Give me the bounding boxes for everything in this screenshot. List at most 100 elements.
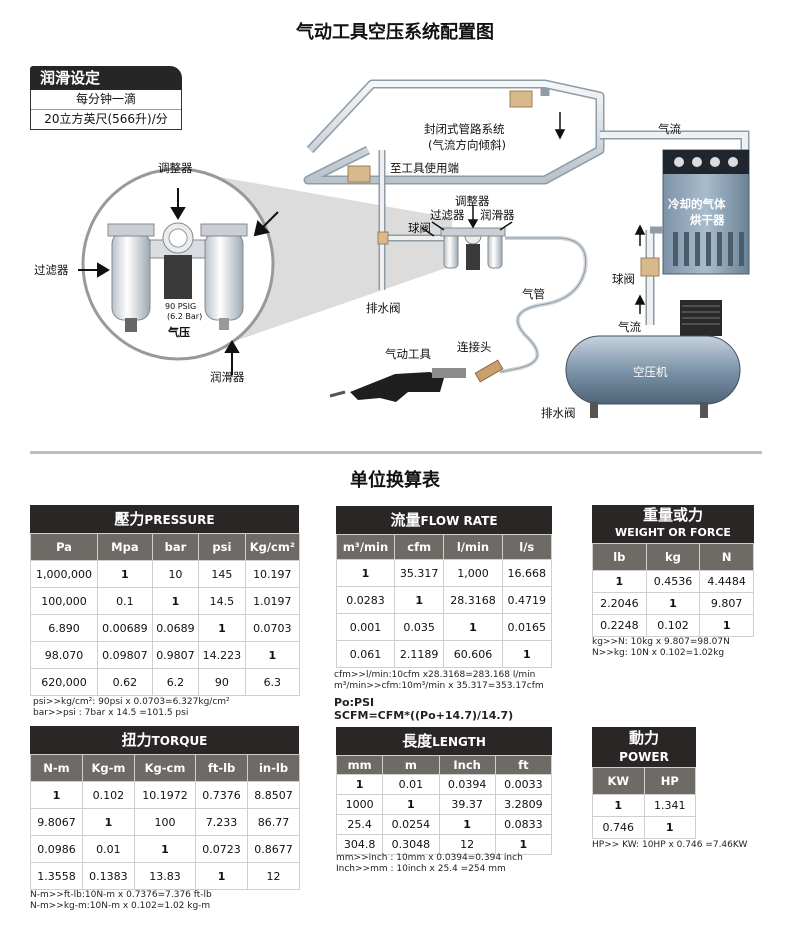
table-cell: 145 (198, 560, 246, 588)
table-cell: 12 (247, 862, 300, 890)
table-header: l/s (501, 534, 553, 560)
label-ball-valve-right: 球阀 (612, 272, 635, 286)
torque-note-2: N-m>>kg-m:10N-m x 0.102=1.02 kg-m (30, 901, 211, 911)
table-cell: 1 (443, 613, 503, 641)
table-cell: 1 (244, 641, 301, 669)
table-cell: 1 (438, 814, 496, 835)
label-compressor: 空压机 (633, 365, 668, 379)
table-cell: 0.1383 (81, 862, 135, 890)
table-cell: 1 (151, 587, 200, 615)
table-cell: 12 (438, 834, 496, 855)
table-header: KW (592, 767, 645, 795)
weight-title-cn: 重量或力 (642, 506, 703, 524)
label-air-tool: 气动工具 (385, 347, 431, 361)
table-cell: 0.0033 (494, 774, 553, 795)
table-cell: 16.668 (501, 559, 553, 587)
flow-title-en: FLOW RATE (420, 514, 498, 528)
lube-line-2: 20立方英尺(566升)/分 (44, 112, 168, 126)
table-cell: 0.62 (97, 668, 153, 696)
table-cell: 86.77 (247, 808, 300, 836)
pressure-title-en: PRESSURE (144, 513, 215, 527)
table-cell: 28.3168 (443, 586, 503, 614)
table-cell: 1.341 (643, 794, 696, 817)
table-cell: 304.8 (335, 834, 384, 855)
table-cell: 100 (133, 808, 197, 836)
table-cell: 0.102 (81, 781, 135, 809)
table-header: kg (645, 543, 701, 571)
label-regulator-small: 调整器 (455, 194, 490, 208)
table-cell: 35.317 (393, 559, 445, 587)
table-cell: 1 (198, 614, 246, 642)
table-cell: 0.2248 (592, 614, 647, 637)
table-cell: 1 (336, 559, 395, 587)
table-cell: 0.102 (645, 614, 701, 637)
table-header: Kg-cm (133, 754, 197, 782)
table-header: Kg/cm² (244, 533, 301, 561)
label-closed-pipe-1: 封闭式管路系统 (424, 122, 505, 136)
table-cell: 0.01 (81, 835, 135, 863)
torque-title-cn: 扭力 (121, 731, 152, 749)
table-cell: 0.3048 (382, 834, 440, 855)
table-cell: 6.890 (29, 614, 99, 642)
compressor-graphic (565, 300, 741, 418)
weight-title-en: WEIGHT OR FORCE (615, 526, 731, 539)
table-cell: 90 (198, 668, 246, 696)
conversion-title: 单位换算表 (350, 470, 440, 491)
table-cell: 0.8677 (247, 835, 300, 863)
table-cell: 0.7376 (195, 781, 249, 809)
weight-note-2: N>>kg: 10N x 0.102=1.02kg (592, 648, 725, 658)
table-cell: 98.070 (29, 641, 99, 669)
power-title-cn: 動力 (628, 729, 659, 747)
table-cell: 10 (151, 560, 200, 588)
table-header: m³/min (336, 534, 395, 560)
table-header: Mpa (97, 533, 153, 561)
table-header: N (699, 543, 754, 571)
flow-formula-1: Po:PSI (334, 696, 375, 709)
flow-note-1: cfm>>l/min:10cfm x28.3168=283.168 l/min (334, 670, 536, 680)
table-cell: 1.0197 (244, 587, 301, 615)
pressure-note-2: bar>>psi : 7bar x 14.5 =101.5 psi (33, 708, 189, 718)
table-cell: 0.0723 (195, 835, 249, 863)
flow-title-cn: 流量 (390, 511, 421, 529)
table-cell: 1 (30, 781, 83, 809)
label-to-tool: 至工具使用端 (390, 161, 459, 175)
frl-small-unit (440, 227, 506, 270)
table-cell: 0.4536 (645, 570, 701, 593)
table-cell: 1,000 (443, 559, 503, 587)
torque-title-en: TORQUE (151, 734, 208, 748)
label-ball-valve-left: 球阀 (408, 221, 431, 235)
table-cell: 1,000,000 (29, 560, 99, 588)
flow-formula-2: SCFM=CFM*((Po+14.7)/14.7) (334, 709, 514, 722)
table-cell: 14.223 (198, 641, 246, 669)
table-cell: 9.807 (699, 592, 754, 615)
weight-header: 重量或力 WEIGHT OR FORCE (592, 505, 754, 543)
table-cell: 10.197 (244, 560, 301, 588)
table-header: Pa (29, 533, 99, 561)
table-cell: 0.0394 (438, 774, 496, 795)
torque-header: 扭力TORQUE (30, 726, 299, 754)
label-lubricator-small: 润滑器 (480, 208, 515, 222)
table-cell: 0.0703 (244, 614, 301, 642)
table-header: in-lb (247, 754, 300, 782)
pressure-note-1: psi>>kg/cm²: 90psi x 0.0703=6.327kg/cm² (33, 697, 230, 707)
lube-setting-heading: 润滑设定 (30, 66, 182, 90)
table-cell: 0.1 (97, 587, 153, 615)
length-title-cn: 長度 (402, 732, 433, 750)
frl-zoom-unit (107, 222, 248, 332)
table-cell: 1 (335, 774, 384, 795)
table-cell: 6.2 (151, 668, 200, 696)
air-tool-graphic (329, 368, 466, 402)
label-dryer-2: 烘干器 (690, 213, 725, 227)
table-cell: 1 (501, 640, 553, 668)
table-cell: 6.3 (244, 668, 301, 696)
table-cell: 3.2809 (494, 794, 553, 815)
table-cell: 1 (592, 794, 645, 817)
label-lubricator-zoom: 润滑器 (210, 370, 245, 384)
table-cell: 0.061 (336, 640, 395, 668)
power-title-en: POWER (619, 750, 669, 764)
table-header: lb (592, 543, 647, 571)
length-title-en: LENGTH (432, 735, 486, 749)
